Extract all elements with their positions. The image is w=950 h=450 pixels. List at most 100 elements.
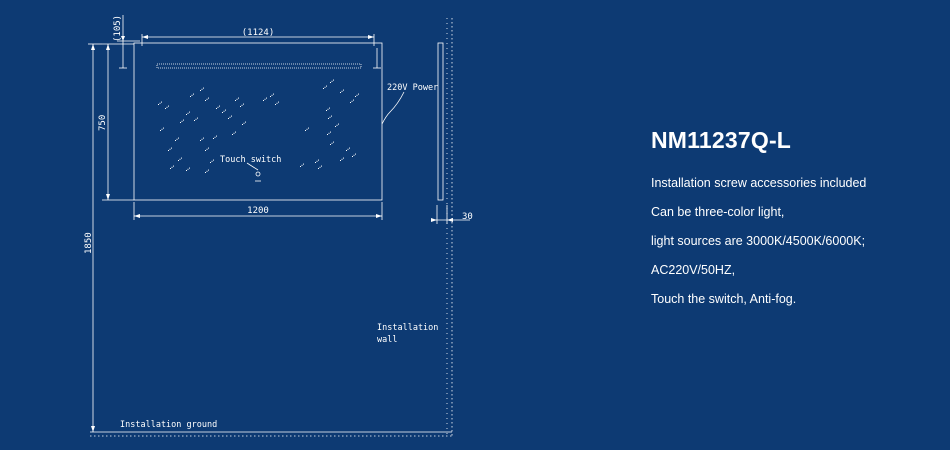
fog-dot — [233, 132, 235, 134]
feature-line-2: Can be three-color light, — [651, 205, 785, 219]
fog-dot — [347, 148, 349, 150]
fog-dot — [163, 127, 164, 129]
fog-dot — [341, 90, 343, 92]
fog-dot — [327, 108, 329, 110]
dim-mount-height: 1850 — [84, 232, 94, 254]
fog-dot — [191, 94, 193, 96]
fog-dot — [351, 100, 353, 102]
fog-dot — [353, 154, 355, 156]
fog-dot — [343, 157, 344, 159]
fog-dot — [186, 170, 187, 171]
fog-dot — [306, 128, 308, 130]
fog-dot — [203, 87, 204, 89]
fog-dot — [195, 118, 197, 120]
fog-dot — [171, 166, 173, 168]
power-cable — [381, 91, 405, 125]
fog-dot — [175, 140, 176, 141]
fog-dot — [338, 123, 339, 125]
fog-dot — [308, 127, 309, 129]
fog-dot — [214, 136, 216, 138]
fog-dot — [330, 82, 331, 83]
fog-dot — [356, 94, 358, 96]
fog-dot — [205, 150, 206, 151]
feature-line-3: light sources are 3000K/4500K/6000K; — [651, 234, 866, 248]
fog-dot — [210, 162, 211, 163]
fog-dot — [223, 110, 225, 112]
dim-height: 750 — [98, 115, 108, 131]
fog-dot — [343, 89, 344, 91]
fog-dot — [213, 138, 214, 139]
fog-dot — [353, 99, 354, 101]
fog-dot — [328, 118, 329, 119]
dim-top-offset: (105) — [113, 15, 123, 42]
fog-dot — [197, 117, 198, 119]
fog-dot — [206, 170, 208, 172]
fog-dot — [201, 138, 203, 140]
fog-dot — [346, 150, 347, 151]
fog-dot — [180, 122, 181, 123]
fog-dot — [169, 148, 171, 150]
fog-dot — [189, 167, 190, 169]
fog-dot — [178, 137, 179, 139]
fog-dot — [303, 163, 304, 165]
fog-dot — [231, 115, 232, 117]
fog-dot — [159, 102, 161, 104]
fog-dot — [206, 148, 208, 150]
fog-dot — [327, 134, 328, 135]
fog-dot — [341, 158, 343, 160]
fog-dot — [340, 92, 341, 93]
fog-dot — [166, 106, 168, 108]
dim-width: 1200 — [247, 206, 269, 216]
fog-dot — [278, 101, 279, 103]
fog-dot — [181, 120, 183, 122]
fog-dot — [205, 100, 206, 101]
fog-dot — [305, 130, 306, 131]
fog-dot — [323, 88, 324, 89]
fog-dot — [243, 103, 244, 105]
fog-dot — [329, 107, 330, 109]
fog-dot — [240, 106, 241, 107]
fog-dot — [355, 153, 356, 155]
fog-dot — [349, 147, 350, 149]
fog-dot — [208, 147, 209, 149]
fog-dot — [225, 109, 226, 111]
fog-dot — [228, 118, 229, 119]
fog-dot — [315, 162, 316, 163]
fog-dot — [203, 137, 204, 139]
fog-dot — [318, 168, 319, 169]
fog-dot — [235, 131, 236, 133]
fog-dot — [165, 108, 166, 109]
fog-dot — [170, 168, 171, 169]
fog-dot — [324, 86, 326, 88]
fog-dot — [270, 96, 271, 97]
fog-dot — [264, 98, 266, 100]
fog-dot — [328, 132, 330, 134]
fog-dot — [232, 134, 233, 135]
fog-dot — [321, 165, 322, 167]
fog-dot — [189, 111, 190, 113]
fog-dot — [358, 93, 359, 95]
fog-dot — [213, 159, 214, 161]
fog-dot — [340, 160, 341, 161]
fog-dot — [326, 110, 327, 111]
fog-dot — [331, 115, 332, 117]
light-strip — [156, 63, 362, 69]
fog-dot — [352, 156, 353, 157]
fog-dot — [217, 106, 219, 108]
fog-dot — [275, 104, 276, 105]
dim-screw-span: (1124) — [242, 28, 275, 38]
label-power: 220V Power — [387, 83, 438, 93]
fog-dot — [208, 97, 209, 99]
fog-dot — [216, 135, 217, 137]
fog-dot — [271, 94, 273, 96]
fog-dot — [173, 165, 174, 167]
fog-dot — [350, 102, 351, 103]
fog-dot — [241, 104, 243, 106]
fog-dot — [336, 124, 338, 126]
fog-dot — [273, 93, 274, 95]
feature-line-4: AC220V/50HZ, — [651, 263, 736, 277]
label-touch-switch: Touch switch — [220, 155, 281, 165]
fog-dot — [219, 105, 220, 107]
fog-dot — [179, 158, 181, 160]
fog-dot — [222, 112, 223, 113]
